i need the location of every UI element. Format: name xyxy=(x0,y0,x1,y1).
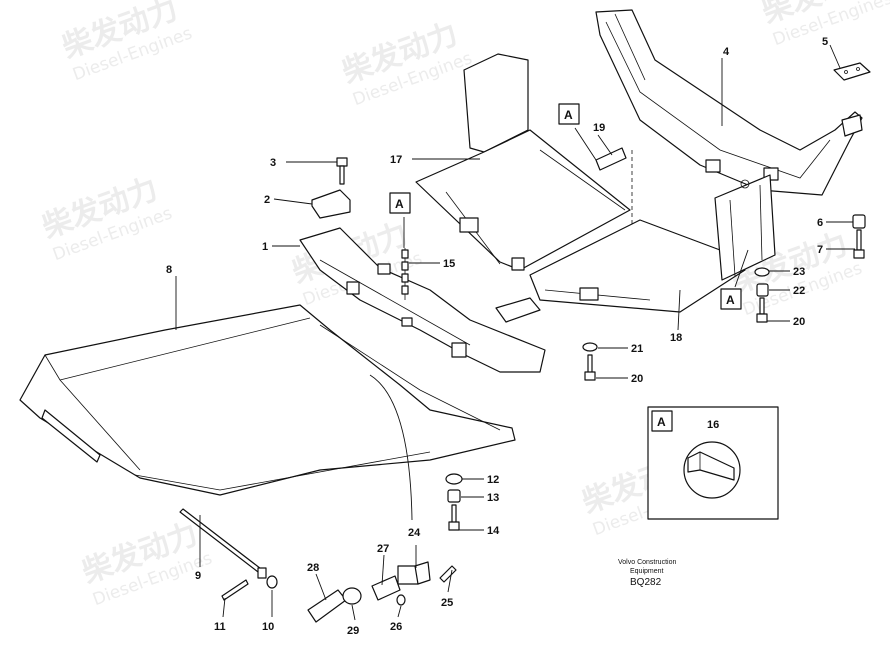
part-label-20-lower: 20 xyxy=(631,373,643,385)
part-9-rod xyxy=(179,508,267,579)
watermark: 柴发动力 Diesel-Engines xyxy=(38,171,175,265)
footer: Volvo Construction Equipment BQ282 xyxy=(618,559,676,588)
watermark: 柴发动力 Diesel-Engines xyxy=(58,0,195,85)
part-label-20: 20 xyxy=(793,316,805,328)
leader-lines xyxy=(175,44,855,621)
part-label-13: 13 xyxy=(487,492,499,504)
part-20-bolt xyxy=(756,297,768,323)
part-3-bolt xyxy=(336,157,348,185)
part-label-10: 10 xyxy=(262,621,274,633)
part-label-15: 15 xyxy=(443,258,455,270)
part-label-7: 7 xyxy=(817,244,823,256)
watermark: 柴发动力 Diesel-Engines xyxy=(338,16,475,110)
part-26-nut xyxy=(396,594,406,606)
part-label-23: 23 xyxy=(793,266,805,278)
part-label-28: 28 xyxy=(307,562,319,574)
belly-guard xyxy=(19,304,516,496)
part-12-washer xyxy=(445,473,463,485)
part-11-pin xyxy=(221,579,249,601)
part-20-bolt xyxy=(584,354,596,381)
part-5-bracket xyxy=(833,62,871,81)
part-22-spacer xyxy=(756,283,769,297)
part-label-2: 2 xyxy=(264,194,270,206)
callout-box-a: A xyxy=(558,103,580,125)
part-label-24: 24 xyxy=(408,527,421,539)
part-21-washer xyxy=(582,342,598,352)
callout-letter: A xyxy=(395,197,404,211)
part-label-18: 18 xyxy=(670,332,682,344)
part-13-spacer xyxy=(447,489,461,503)
part-24-rod xyxy=(369,374,413,521)
part-label-26: 26 xyxy=(390,621,402,633)
part-label-5: 5 xyxy=(822,36,828,48)
part-label-25: 25 xyxy=(441,597,453,609)
part-7-bolt xyxy=(853,229,865,259)
part-label-21: 21 xyxy=(631,343,643,355)
part-label-17: 17 xyxy=(390,154,402,166)
part-label-1: 1 xyxy=(262,241,268,253)
callout-letter: A xyxy=(657,415,666,429)
part-labels: 1 2 3 4 5 6 7 8 9 10 11 12 13 14 15 16 1… xyxy=(166,36,828,637)
part-15-chain xyxy=(401,248,409,300)
callout-letter: A xyxy=(726,293,735,307)
part-label-9: 9 xyxy=(195,570,201,582)
footer-line-2: Equipment xyxy=(630,568,664,575)
footer-line-1: Volvo Construction xyxy=(618,559,676,566)
part-label-12: 12 xyxy=(487,474,499,486)
part-label-14: 14 xyxy=(487,525,500,537)
part-label-3: 3 xyxy=(270,157,276,169)
part-label-8: 8 xyxy=(166,264,172,276)
callout-box-a: A xyxy=(720,288,742,310)
part-label-11: 11 xyxy=(214,621,226,633)
part-label-4: 4 xyxy=(723,46,730,58)
part-label-22: 22 xyxy=(793,285,805,297)
loose-plate xyxy=(495,297,541,323)
main-bracket xyxy=(299,227,546,373)
callout-box-a: A xyxy=(389,192,411,214)
part-10-washer xyxy=(266,575,278,589)
part-label-19: 19 xyxy=(593,122,605,134)
lower-guard-plate xyxy=(529,174,776,313)
callout-arrows xyxy=(403,127,749,288)
crossmember-frame xyxy=(595,9,863,196)
part-label-6: 6 xyxy=(817,217,823,229)
part-2-block xyxy=(311,189,351,219)
callout-letter: A xyxy=(564,108,573,122)
part-label-16: 16 xyxy=(707,419,719,431)
part-27-valve xyxy=(371,561,431,601)
detail-inset-a: A xyxy=(647,406,779,520)
part-25-screw xyxy=(439,565,457,583)
part-label-29: 29 xyxy=(347,625,359,637)
part-19-pin xyxy=(595,147,633,225)
part-14-bolt xyxy=(448,504,460,531)
footer-code: BQ282 xyxy=(630,577,662,588)
part-29-clamp xyxy=(342,587,362,605)
watermark: 柴发动力 Diesel-Engines xyxy=(78,516,215,610)
part-label-27: 27 xyxy=(377,543,389,555)
part-23-washer xyxy=(754,267,770,277)
part-6-spacer xyxy=(852,214,866,229)
upper-guard-plate xyxy=(415,53,631,271)
part-28-hose xyxy=(307,589,347,623)
